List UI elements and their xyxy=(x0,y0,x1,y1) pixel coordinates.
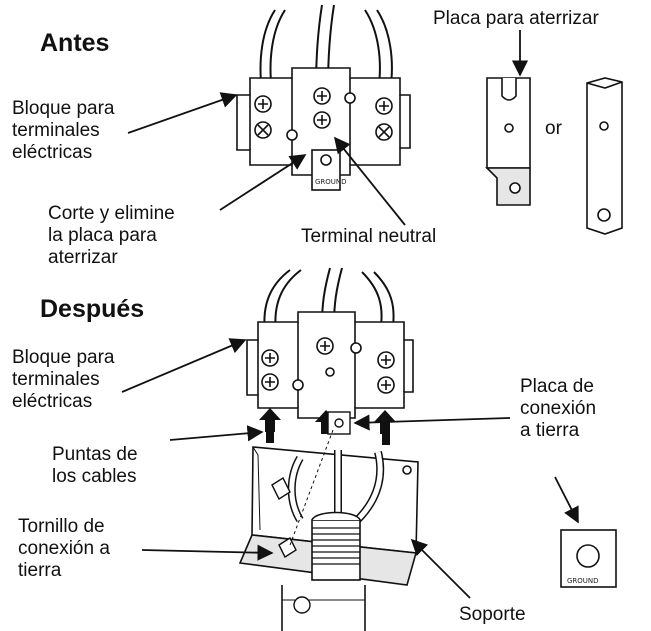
grounding-plate-label: Placa para aterrizar xyxy=(433,8,599,29)
grounding-plate-bent xyxy=(485,77,531,206)
guide-dashed-line xyxy=(289,429,334,546)
terminal-block-after-label: Bloque para terminales eléctricas xyxy=(12,347,115,412)
terminal-block-before-label: Bloque para terminales eléctricas xyxy=(12,98,115,163)
ground-connection-plate-label: Placa de conexión a tierra xyxy=(520,376,597,441)
or-label: or xyxy=(545,118,562,139)
cut-remove-label: Corte y elimine la placa para aterrizar xyxy=(48,203,175,268)
ground-plate-large xyxy=(560,529,617,588)
section-after-heading: Después xyxy=(40,295,145,323)
terminal-block-after xyxy=(246,267,414,419)
neutral-terminal-label: Terminal neutral xyxy=(301,226,437,247)
grounding-plate-straight xyxy=(586,77,623,235)
cable-tips-label: Puntas de los cables xyxy=(52,444,138,487)
bracket-label: Soporte xyxy=(459,604,526,625)
arrows-before xyxy=(127,30,529,226)
cable-bundle xyxy=(281,450,385,631)
ground-screw xyxy=(271,476,311,614)
terminal-block-before xyxy=(236,4,411,191)
ground-stamp-small: GROUND xyxy=(315,178,347,186)
ground-plate-small-after xyxy=(327,411,351,435)
ground-screw-label: Tornillo de conexión a tierra xyxy=(18,516,110,581)
section-before-heading: Antes xyxy=(40,29,110,57)
arrows-after xyxy=(121,338,579,599)
ground-stamp-plate: GROUND xyxy=(567,577,599,585)
